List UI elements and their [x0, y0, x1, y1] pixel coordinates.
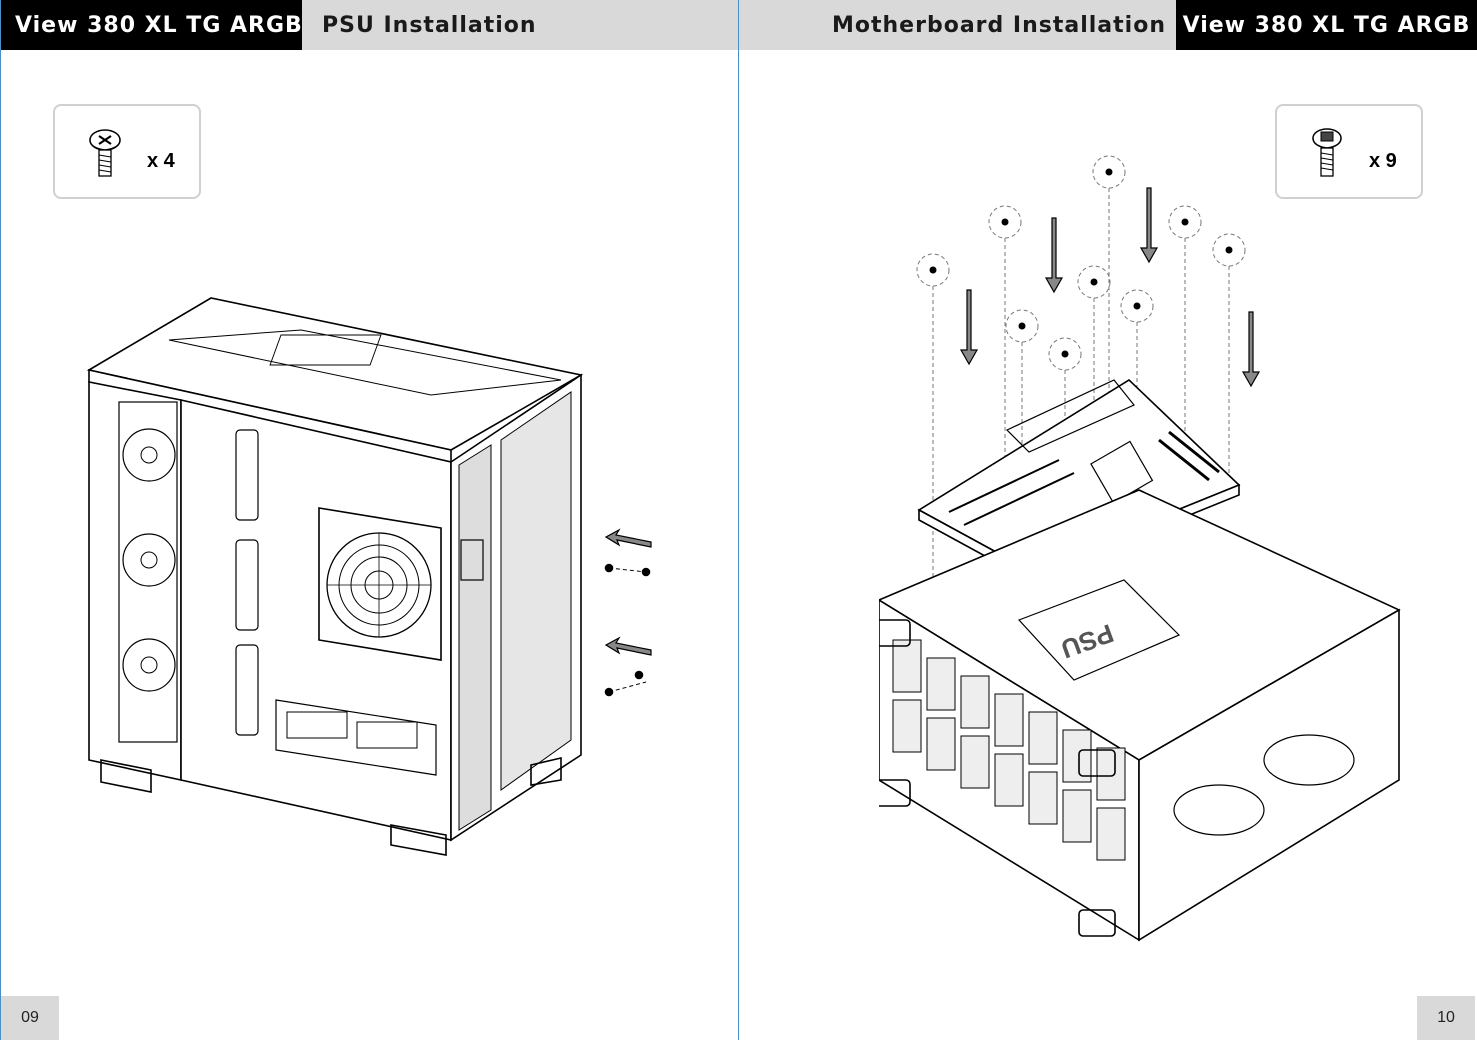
right-screw-count-box: x 9	[1275, 104, 1423, 199]
page-psu-installation: View 380 XL TG ARGB PSU Installation x 4	[0, 0, 738, 1040]
left-brand-header: View 380 XL TG ARGB	[1, 0, 302, 50]
right-page-number: 10	[1417, 996, 1475, 1040]
left-page-number: 09	[1, 996, 59, 1040]
page-spine	[738, 0, 739, 1040]
psu-case-diagram	[86, 297, 652, 856]
screw-icon	[1312, 128, 1342, 177]
left-screw-count-box: x 4	[53, 104, 201, 199]
page-motherboard-installation: Motherboard Installation View 380 XL TG …	[739, 0, 1477, 1040]
right-section-title: Motherboard Installation	[739, 0, 1176, 50]
left-section-title: PSU Installation	[302, 0, 738, 50]
motherboard-case-diagram: PSU	[879, 155, 1401, 942]
phillips-screw-icon	[89, 129, 121, 177]
left-screw-quantity: x 4	[147, 150, 175, 172]
right-brand-header: View 380 XL TG ARGB	[1176, 0, 1477, 50]
right-screw-quantity: x 9	[1369, 150, 1397, 172]
